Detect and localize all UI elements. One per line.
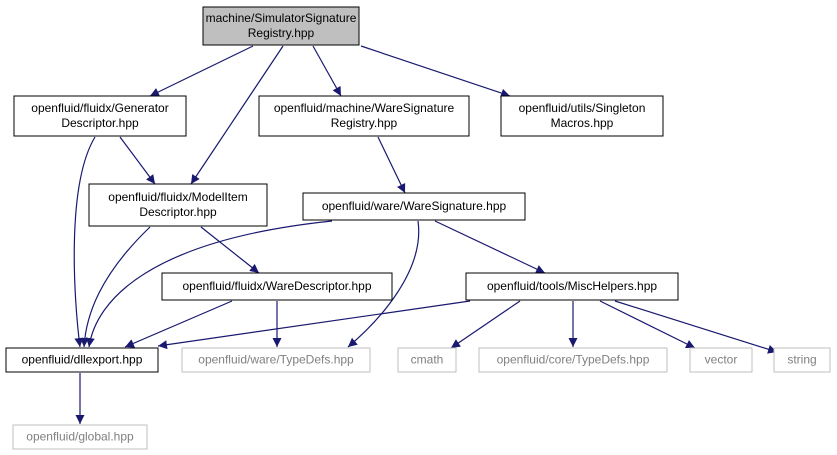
edge-ware-descriptor-to-dllexport — [124, 300, 233, 348]
node-label-line: openfluid/core/TypeDefs.hpp — [497, 353, 650, 367]
node-label-line: openfluid/machine/WareSignature — [274, 101, 455, 115]
node-misc-helpers[interactable]: openfluid/tools/MiscHelpers.hpp — [465, 272, 679, 301]
edge-simulator-signature-registry-to-ware-signature-registry — [312, 45, 342, 97]
node-label-line: openfluid/dllexport.hpp — [22, 353, 143, 367]
node-label-line: Descriptor.hpp — [139, 205, 217, 219]
edge-ware-signature-registry-to-ware-signature — [377, 136, 406, 194]
node-label-line: Descriptor.hpp — [61, 116, 139, 130]
node-box — [5, 347, 159, 373]
nodes-layer: machine/SimulatorSignatureRegistry.hppop… — [5, 6, 831, 450]
node-label-line: Registry.hpp — [248, 26, 315, 40]
node-cmath[interactable]: cmath — [397, 347, 457, 373]
node-ware-descriptor[interactable]: openfluid/fluidx/WareDescriptor.hpp — [161, 272, 393, 301]
edge-misc-helpers-to-cmath — [450, 300, 521, 349]
node-ware-signature[interactable]: openfluid/ware/WareSignature.hpp — [302, 192, 526, 221]
edge-ware-signature-to-misc-helpers — [434, 220, 546, 274]
edge-generator-descriptor-to-dllexport — [73, 136, 96, 348]
node-box — [465, 272, 679, 301]
edge-line — [73, 136, 96, 348]
edge-simulator-signature-registry-to-generator-descriptor — [149, 45, 254, 97]
node-core-typedefs[interactable]: openfluid/core/TypeDefs.hpp — [478, 347, 668, 373]
edge-line — [119, 136, 156, 185]
node-label-line: machine/SimulatorSignature — [206, 11, 357, 25]
edge-line — [149, 45, 254, 97]
node-label-line: openfluid/utils/Singleton — [519, 101, 646, 115]
edge-line — [124, 300, 233, 348]
node-dllexport[interactable]: openfluid/dllexport.hpp — [5, 347, 159, 373]
edge-ware-signature-to-dllexport — [85, 220, 333, 348]
edge-misc-helpers-to-vector — [599, 300, 696, 349]
node-box — [773, 347, 831, 373]
node-label-line: openfluid/ware/WareSignature.hpp — [322, 199, 507, 213]
edge-line — [450, 300, 521, 349]
edge-line — [190, 45, 284, 185]
node-label-line: openfluid/fluidx/WareDescriptor.hpp — [183, 279, 372, 293]
node-box — [689, 347, 753, 373]
node-label-line: openfluid/ware/TypeDefs.hpp — [198, 353, 354, 367]
edge-line — [434, 220, 546, 274]
node-ware-signature-registry[interactable]: openfluid/machine/WareSignatureRegistry.… — [258, 95, 470, 137]
edge-model-item-descriptor-to-dllexport — [80, 226, 151, 348]
edge-simulator-signature-registry-to-singleton-macros — [360, 45, 511, 98]
node-ware-typedefs[interactable]: openfluid/ware/TypeDefs.hpp — [181, 347, 371, 373]
node-label-line: vector — [705, 353, 738, 367]
node-box — [161, 272, 393, 301]
edge-line — [80, 226, 151, 348]
edge-model-item-descriptor-to-ware-descriptor — [200, 226, 260, 274]
node-label-line: openfluid/fluidx/ModelItem — [108, 190, 247, 204]
node-string[interactable]: string — [773, 347, 831, 373]
node-box — [181, 347, 371, 373]
node-box — [12, 424, 148, 450]
node-box — [258, 95, 470, 137]
node-box — [88, 183, 268, 227]
node-box — [302, 192, 526, 221]
node-label-line: Macros.hpp — [551, 116, 614, 130]
node-box — [478, 347, 668, 373]
node-box — [202, 6, 360, 46]
edges-layer — [73, 45, 778, 424]
edge-generator-descriptor-to-model-item-descriptor — [119, 136, 156, 185]
node-box — [500, 95, 664, 137]
node-label-line: cmath — [411, 353, 444, 367]
edge-line — [614, 300, 778, 354]
edge-line — [200, 226, 260, 274]
node-label-line: Registry.hpp — [331, 116, 398, 130]
node-label-line: openfluid/global.hpp — [26, 430, 134, 444]
edge-misc-helpers-to-dllexport — [157, 300, 471, 350]
node-label-line: openfluid/tools/MiscHelpers.hpp — [487, 279, 657, 293]
edge-line — [360, 45, 511, 98]
edge-line — [377, 136, 406, 194]
node-box — [13, 95, 187, 137]
edge-simulator-signature-registry-to-model-item-descriptor — [190, 45, 284, 185]
edge-misc-helpers-to-string — [614, 300, 778, 354]
node-label-line: openfluid/fluidx/Generator — [31, 101, 168, 115]
edge-line — [347, 220, 420, 348]
edge-line — [85, 220, 333, 348]
edge-line — [312, 45, 342, 97]
node-vector[interactable]: vector — [689, 347, 753, 373]
node-label-line: string — [787, 353, 816, 367]
edge-ware-signature-to-ware-typedefs — [347, 220, 420, 348]
node-global[interactable]: openfluid/global.hpp — [12, 424, 148, 450]
edge-line — [599, 300, 696, 349]
edge-line — [157, 300, 471, 350]
node-box — [397, 347, 457, 373]
